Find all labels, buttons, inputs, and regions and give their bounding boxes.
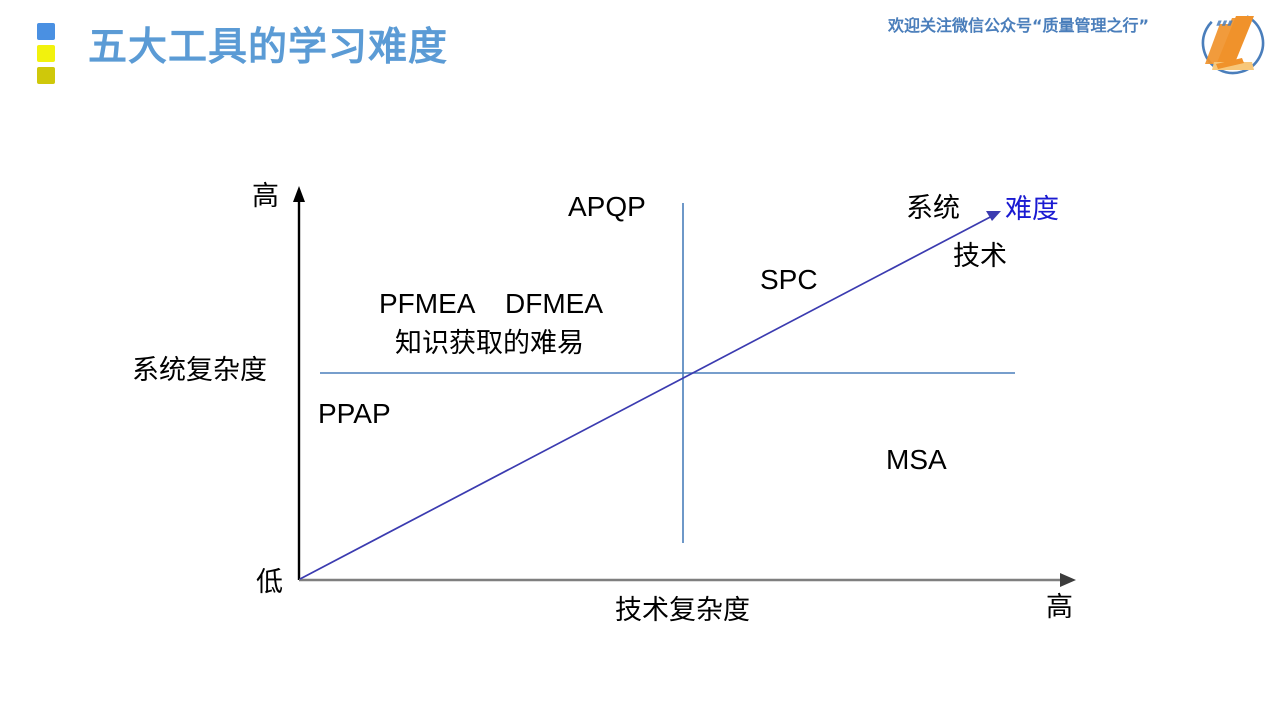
difficulty-trend-arrow	[299, 211, 1001, 580]
bullet-olive-square	[37, 67, 55, 84]
x-axis-high-label: 高	[1046, 592, 1073, 623]
bullet-blue-square	[37, 23, 55, 40]
y-axis-title: 系统复杂度	[132, 355, 267, 386]
x-axis-title: 技术复杂度	[615, 595, 750, 626]
bullet-yellow-square	[37, 45, 55, 62]
y-axis-low-label: 低	[256, 567, 283, 598]
data-label-ppap: PPAP	[318, 398, 391, 429]
annotation-difficulty: 难度	[1005, 194, 1059, 225]
data-label-dfmea: DFMEA	[505, 288, 603, 319]
data-label-msa: MSA	[886, 444, 947, 475]
y-axis-high-label: 高	[252, 181, 279, 212]
data-label-pfmea: PFMEA	[379, 288, 476, 319]
data-label-spc: SPC	[760, 264, 818, 295]
data-label-apqp: APQP	[568, 191, 646, 222]
y-axis	[293, 186, 305, 580]
wechat-follow-note: 欢迎关注微信公众号“质量管理之行”	[888, 16, 1150, 35]
annotation-system: 系统	[906, 193, 960, 224]
quality-management-logo-icon	[1196, 6, 1270, 80]
page-title: 五大工具的学习难度	[88, 25, 449, 70]
annotation-technology: 技术	[953, 241, 1007, 272]
title-bullet-group	[37, 23, 55, 85]
x-axis	[299, 573, 1076, 587]
annotation-knowledge-acquisition: 知识获取的难易	[395, 328, 584, 359]
